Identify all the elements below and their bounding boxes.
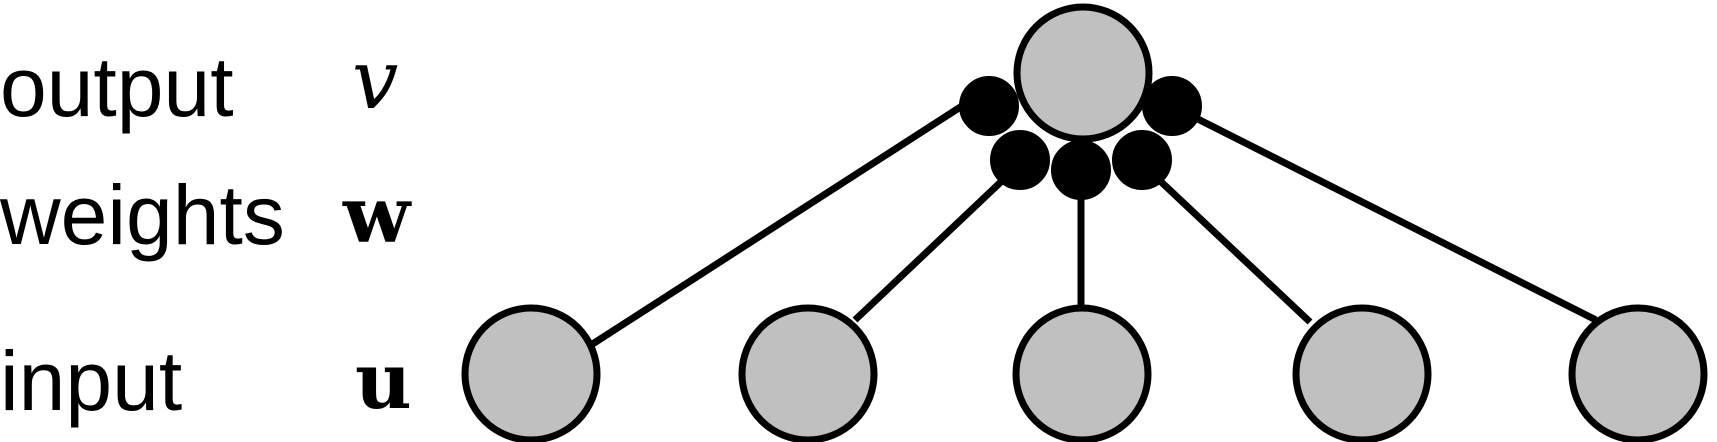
input-label: input bbox=[0, 334, 182, 428]
synapse-2 bbox=[990, 130, 1050, 190]
weight-connection-2 bbox=[852, 159, 1025, 323]
synapse-1 bbox=[959, 76, 1019, 136]
input-symbol: u bbox=[355, 336, 412, 427]
input-neuron-1 bbox=[461, 304, 601, 442]
input-neuron-5 bbox=[1568, 304, 1708, 442]
input-neuron-4 bbox=[1292, 304, 1432, 442]
synapse-cluster bbox=[959, 76, 1202, 200]
synapse-4 bbox=[1112, 130, 1172, 190]
output-symbol: v bbox=[352, 33, 398, 128]
weights-symbol: w bbox=[342, 170, 412, 261]
weights-label: weights bbox=[0, 168, 285, 262]
input-layer bbox=[461, 304, 1708, 442]
weight-connection-5 bbox=[1170, 102, 1598, 324]
weight-connection-4 bbox=[1137, 159, 1313, 325]
output-label: output bbox=[0, 40, 234, 134]
output-neuron bbox=[1013, 3, 1153, 143]
synapse-3 bbox=[1051, 140, 1111, 200]
input-neuron-3 bbox=[1012, 304, 1152, 442]
input-neuron-2 bbox=[738, 304, 878, 442]
synapse-5 bbox=[1142, 76, 1202, 136]
weight-connection-1 bbox=[589, 103, 964, 348]
